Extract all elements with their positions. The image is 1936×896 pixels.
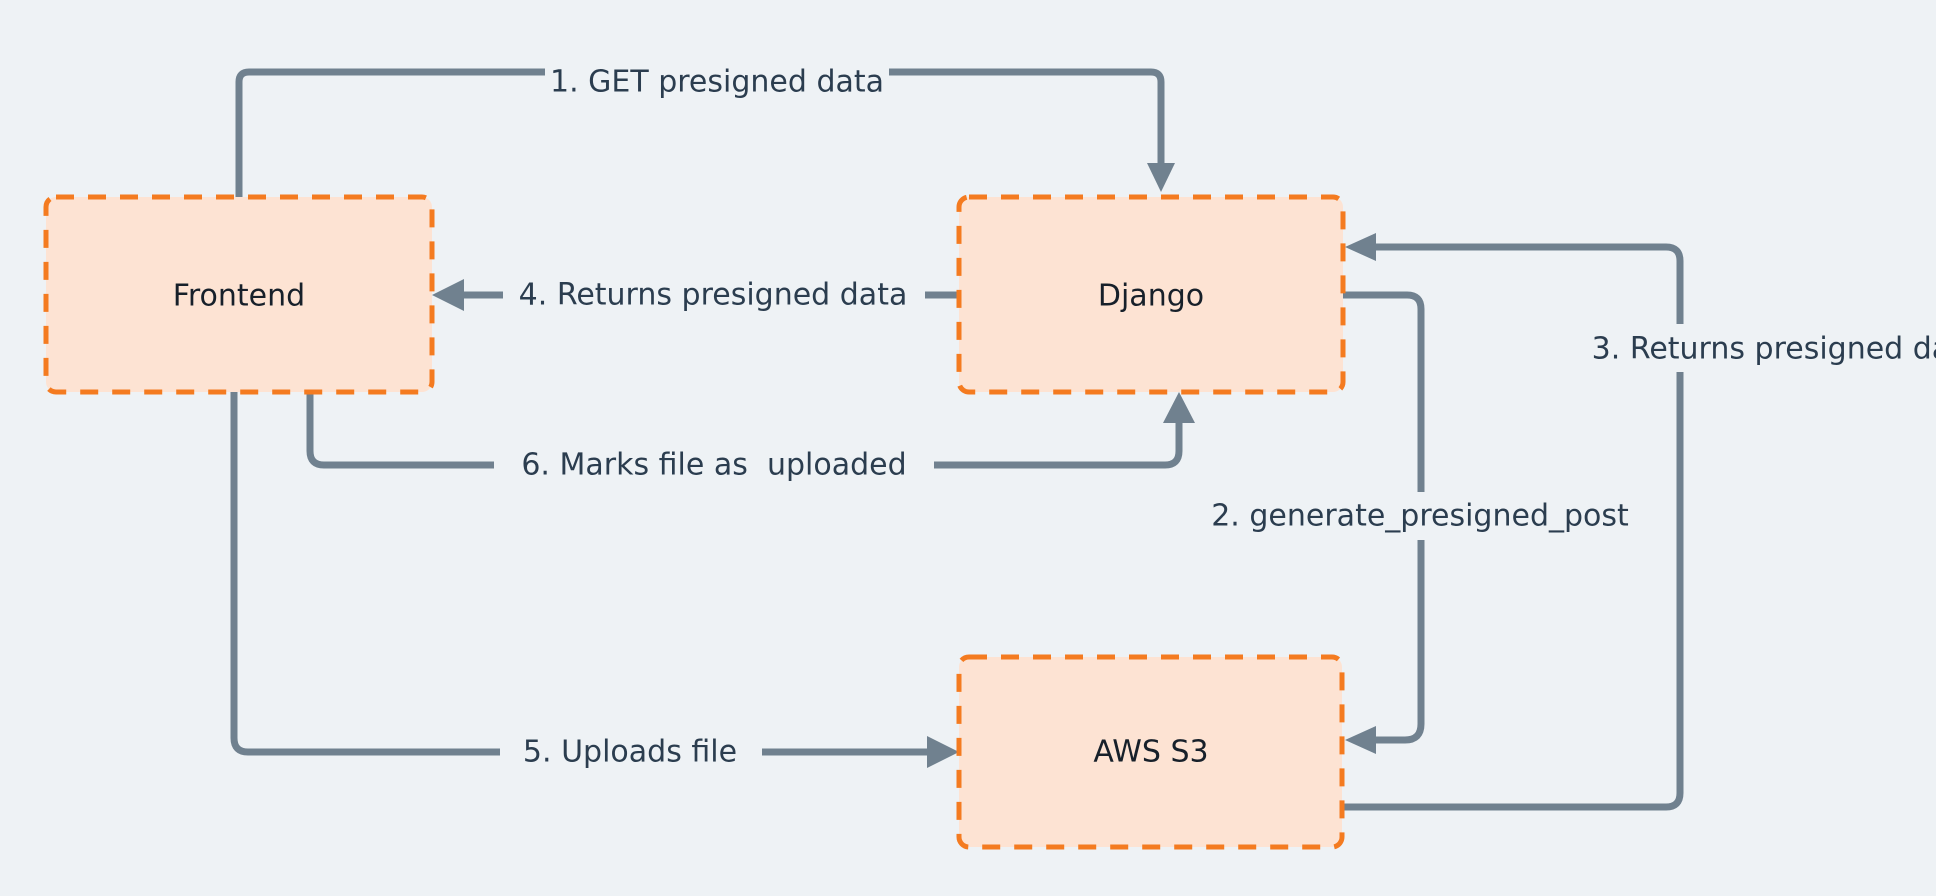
edge-3-returns-presigned-data: 3. Returns presigned data — [1339, 233, 1936, 811]
edge-3-label: 3. Returns presigned data — [1592, 332, 1936, 367]
edge-5-label: 5. Uploads file — [523, 735, 737, 770]
edge-1-label: 1. GET presigned data — [550, 65, 884, 100]
edge-3-label-backdrop — [1488, 324, 1892, 372]
node-django-box[interactable] — [956, 194, 1346, 395]
node-django-label: Django — [1098, 279, 1204, 314]
node-frontend-label: Frontend — [173, 279, 305, 314]
node-django[interactable]: Django — [956, 194, 1346, 395]
edge-5-label-backdrop — [500, 729, 762, 777]
edge-5-uploads-file: 5. Uploads file — [230, 388, 959, 777]
edge-2-arrowhead-icon — [1345, 726, 1376, 754]
edge-4-label: 4. Returns presigned data — [519, 278, 908, 313]
node-aws-s3[interactable]: AWS S3 — [956, 654, 1345, 850]
edge-3-path — [1339, 243, 1684, 811]
node-frontend-box[interactable] — [43, 194, 435, 395]
edge-6-label-backdrop — [494, 442, 934, 490]
edge-6-arrowhead-icon — [1163, 392, 1195, 423]
edge-5-path — [230, 388, 934, 756]
edge-1-get-presigned-data: 1. GET presigned data — [235, 60, 1175, 201]
edge-3-arrowhead-icon — [1345, 233, 1376, 261]
edge-5-arrowhead-icon — [927, 736, 959, 768]
edge-1-label-backdrop — [545, 60, 889, 104]
edge-4-label-backdrop — [503, 272, 925, 320]
edge-2-label-backdrop — [1188, 492, 1652, 540]
edge-4-returns-presigned-data: 4. Returns presigned data — [432, 272, 963, 320]
edge-4-arrowhead-icon — [432, 279, 464, 311]
edge-2-label: 2. generate_presigned_post — [1211, 499, 1629, 534]
edge-1-arrowhead-icon — [1147, 163, 1175, 192]
edge-6-label: 6. Marks file as uploaded — [521, 448, 906, 483]
node-aws-s3-label: AWS S3 — [1093, 735, 1208, 770]
node-frontend[interactable]: Frontend — [43, 194, 435, 395]
node-aws-s3-box[interactable] — [956, 654, 1345, 850]
edge-6-marks-file-as-uploaded: 6. Marks file as uploaded — [306, 388, 1195, 490]
edge-2-generate-presigned-post: 2. generate_presigned_post — [1188, 291, 1652, 754]
